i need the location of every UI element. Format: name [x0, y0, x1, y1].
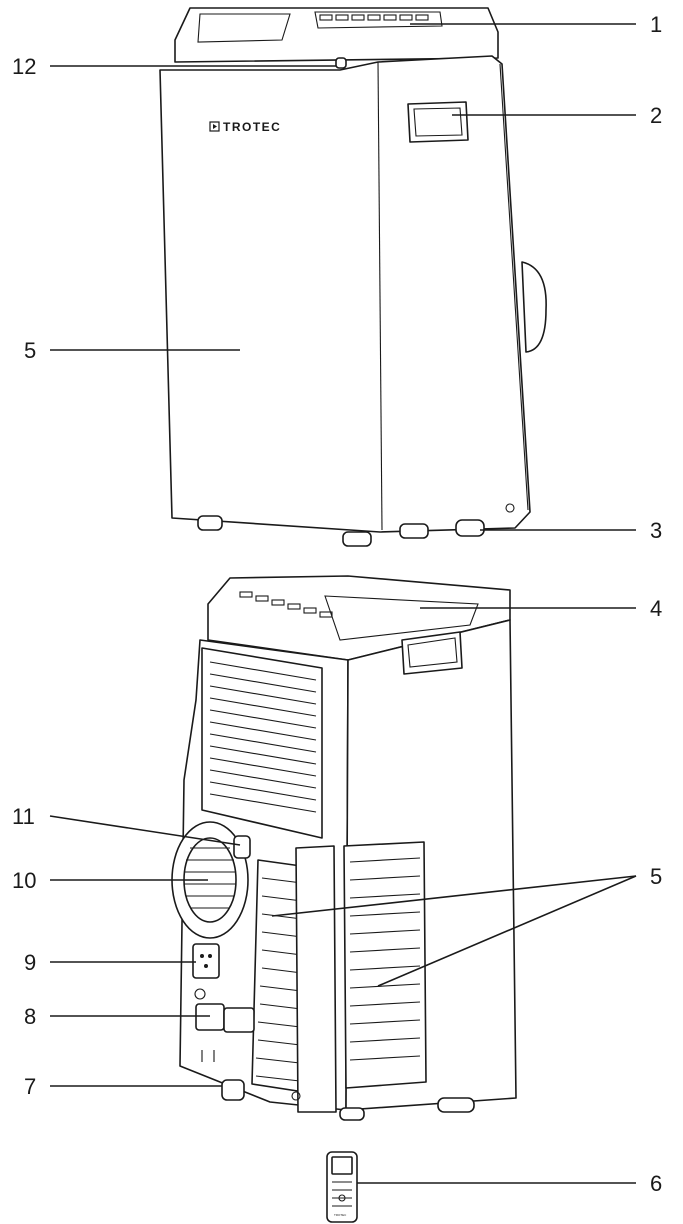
remote-brand-text: TROTEC	[334, 1213, 347, 1217]
callout-11: 11	[12, 804, 35, 829]
leader-5b-2	[377, 875, 637, 987]
drain-ports	[194, 988, 255, 1033]
front-view: TROTEC	[159, 7, 547, 547]
indicator-lamp	[335, 57, 347, 69]
brand-logo: TROTEC	[209, 120, 281, 134]
callout-5a: 5	[24, 338, 36, 363]
callout-1: 1	[650, 12, 662, 37]
control-buttons-front	[319, 14, 429, 21]
front-housing	[159, 55, 531, 533]
callout-leaders	[49, 23, 637, 1184]
front-top-panel	[174, 7, 499, 63]
callout-4: 4	[650, 596, 662, 621]
control-buttons-rear	[239, 591, 333, 618]
exhaust-connector	[171, 821, 251, 939]
upper-air-grille	[201, 647, 323, 839]
callout-5b: 5	[650, 864, 662, 889]
side-air-grille	[343, 841, 427, 1089]
callout-7: 7	[24, 1074, 36, 1099]
rear-top-panel	[207, 575, 511, 661]
callout-2: 2	[650, 103, 662, 128]
brand-logo-text: TROTEC	[223, 120, 281, 134]
remote-control: TROTEC	[326, 1151, 358, 1223]
callout-9: 9	[24, 950, 36, 975]
rear-view	[171, 575, 517, 1121]
callout-8: 8	[24, 1004, 36, 1029]
power-socket	[192, 943, 220, 979]
rear-casters	[291, 1091, 475, 1121]
front-side-bulge	[521, 261, 547, 353]
drain-outlet	[201, 1050, 245, 1101]
callout-10: 10	[12, 868, 36, 893]
front-casters	[197, 515, 485, 547]
callout-3: 3	[650, 518, 662, 543]
leader-5b-1	[271, 875, 637, 917]
front-handle	[407, 101, 469, 143]
callout-12: 12	[12, 54, 36, 79]
callout-6: 6	[650, 1171, 662, 1196]
callout-labels: 1 2 3 4 5 5 6 7 8 9 10 11 12	[12, 12, 662, 1196]
leader-11	[49, 815, 241, 846]
